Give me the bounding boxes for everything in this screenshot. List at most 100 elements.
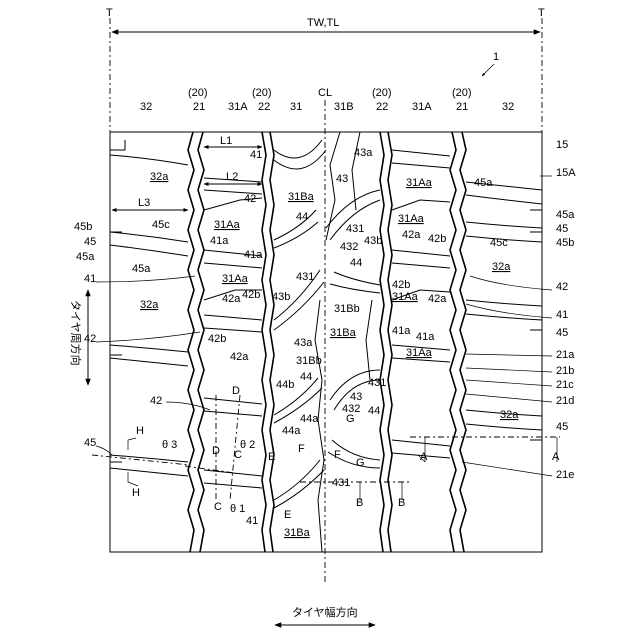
label-n32-a: 32	[140, 101, 152, 113]
label-n42a-c: 42a	[428, 293, 447, 305]
label-n44-b: 44	[350, 257, 362, 269]
label-n43a-a: 43a	[354, 147, 373, 159]
label-n31A-a: 31A	[228, 101, 248, 113]
label-n431-c: 431	[368, 377, 386, 389]
label-B-b: B	[398, 497, 405, 509]
label-n431-d: 431	[332, 477, 350, 489]
label-n31Ba-top: 31Ba	[288, 191, 315, 203]
label-theta3: θ 3	[162, 439, 177, 451]
label-n22-b: 22	[376, 101, 388, 113]
label-F-a: F	[298, 443, 305, 455]
label-n432-a: 432	[340, 241, 358, 253]
right-labels: 31Aa 31Aa 42a 42b 45a 45a 45 45c 45b 32a…	[392, 177, 575, 481]
label-L2: L2	[226, 171, 238, 183]
label-theta2: θ 2	[240, 439, 255, 451]
label-n31: 31	[290, 101, 302, 113]
label-n45c-a: 45c	[152, 219, 170, 231]
label-TW-TL: TW,TL	[307, 17, 339, 29]
label-T-left: T	[106, 7, 113, 19]
label-n41a-a: 41a	[210, 235, 229, 247]
label-n41-d: 41	[246, 515, 258, 527]
label-n41a-b: 41a	[244, 249, 263, 261]
label-F-b: F	[334, 449, 341, 461]
label-A-a: A	[420, 451, 428, 463]
top-labels: (20) (20) (20) (20) 32 21 31A 22 31 CL 3…	[140, 87, 576, 179]
ref-1: 1	[482, 51, 499, 76]
label-n21c: 21c	[556, 379, 574, 391]
label-n45b-b: 45b	[556, 237, 574, 249]
label-n45a-a: 45a	[76, 251, 95, 263]
label-n43a-b: 43a	[294, 337, 313, 349]
label-n31A-b: 31A	[412, 101, 432, 113]
label-n43-b: 43	[350, 391, 362, 403]
label-n43b-a: 43b	[272, 291, 290, 303]
label-n21a: 21a	[556, 349, 575, 361]
label-H-a: H	[136, 425, 144, 437]
shoulder-lug-grooves	[110, 140, 542, 476]
label-n44a-b: 44a	[282, 425, 301, 437]
label-n431-b: 431	[296, 271, 314, 283]
label-CL: CL	[318, 87, 332, 99]
label-A-b: A	[552, 451, 560, 463]
label-n31Ba-mid: 31Ba	[330, 327, 357, 339]
label-n42b-b: 42b	[428, 233, 446, 245]
label-n31Aa-e: 31Aa	[392, 291, 419, 303]
label-p20-a: (20)	[188, 87, 208, 99]
label-n45a-c: 45a	[474, 177, 493, 189]
direction-labels: タイヤ周方向 タイヤ幅方向	[69, 300, 358, 619]
label-n31Bb-a: 31Bb	[334, 303, 360, 315]
label-n21d: 21d	[556, 395, 574, 407]
label-n21-b: 21	[456, 101, 468, 113]
label-n42b-d: 42b	[208, 333, 226, 345]
label-n41a-d: 41a	[416, 331, 435, 343]
label-n21e: 21e	[556, 469, 574, 481]
label-n31Bb-b: 31Bb	[296, 355, 322, 367]
label-n44-c: 44	[300, 371, 312, 383]
circumferential-direction-label: タイヤ周方向	[69, 300, 83, 366]
label-n42-d: 42	[150, 395, 162, 407]
label-B-a: B	[356, 497, 363, 509]
label-n31Aa-a: 31Aa	[214, 219, 241, 231]
label-ref-1: 1	[493, 51, 499, 63]
label-p20-d: (20)	[452, 87, 472, 99]
label-C-b: C	[214, 501, 222, 513]
label-theta1: θ 1	[230, 503, 245, 515]
label-n42a-b: 42a	[402, 229, 421, 241]
label-n42b-c: 42b	[392, 279, 410, 291]
label-n42-c: 42	[84, 333, 96, 345]
label-n45a-b: 45a	[132, 263, 151, 275]
tread-outline	[110, 132, 542, 552]
label-n42b-a: 42b	[242, 289, 260, 301]
label-n41-c: 41	[556, 309, 568, 321]
label-n32a-d: 32a	[500, 409, 519, 421]
label-n15: 15	[556, 139, 568, 151]
label-L1: L1	[220, 135, 232, 147]
label-n31Aa-f: 31Aa	[406, 347, 433, 359]
label-n45-c: 45	[556, 327, 568, 339]
label-n42a-a: 42a	[222, 293, 241, 305]
label-n45c-b: 45c	[490, 237, 508, 249]
label-E-a: E	[268, 451, 275, 463]
label-n42-a: 42	[244, 193, 256, 205]
label-n44-d: 44	[368, 405, 380, 417]
label-n41-b: 41	[84, 273, 96, 285]
label-p20-b: (20)	[252, 87, 272, 99]
label-n45-a: 45	[84, 236, 96, 248]
label-n22-a: 22	[258, 101, 270, 113]
label-n21b: 21b	[556, 365, 574, 377]
label-L3: L3	[138, 197, 150, 209]
label-D-a: D	[232, 385, 240, 397]
label-n31Aa-c: 31Aa	[406, 177, 433, 189]
label-n41-a: 41	[250, 149, 262, 161]
label-D-b: D	[212, 445, 220, 457]
label-n32a-b: 32a	[140, 299, 159, 311]
label-n44b: 44b	[276, 379, 294, 391]
label-G-a: G	[346, 413, 355, 425]
label-T-right: T	[538, 7, 545, 19]
label-n41a-c: 41a	[392, 325, 411, 337]
label-n15A: 15A	[556, 167, 576, 179]
label-p20-c: (20)	[372, 87, 392, 99]
label-n31Aa-d: 31Aa	[398, 213, 425, 225]
label-n42a-d: 42a	[230, 351, 249, 363]
